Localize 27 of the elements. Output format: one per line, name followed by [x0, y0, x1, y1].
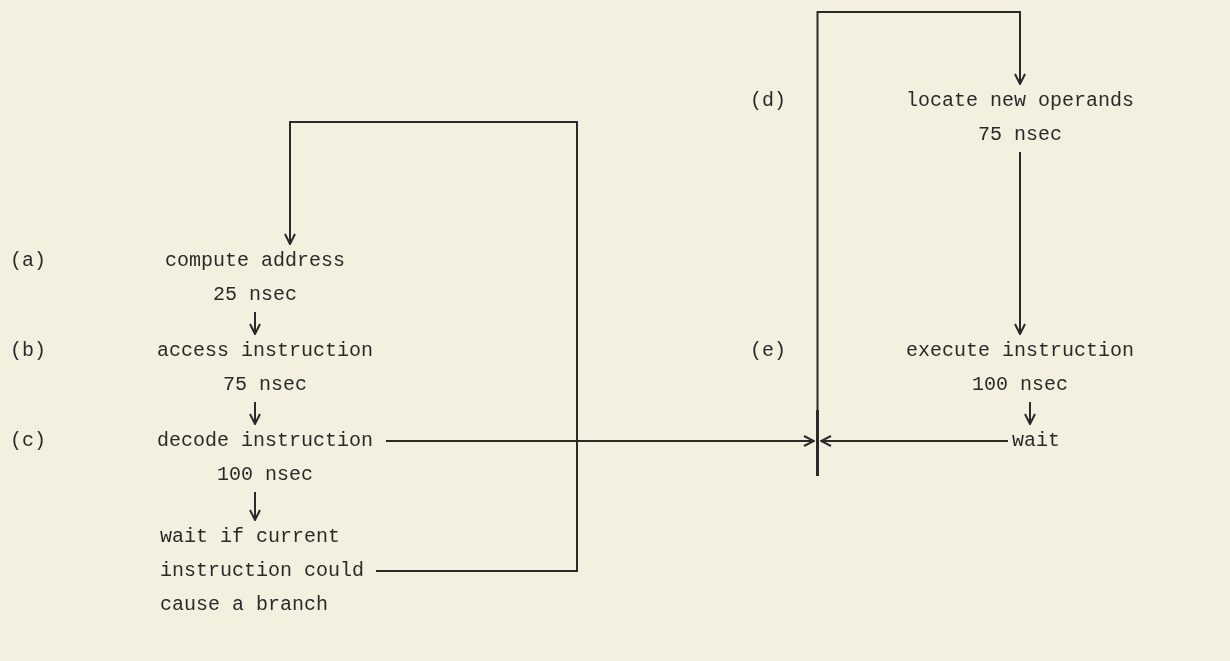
junction-bar	[816, 410, 819, 476]
arrow	[816, 11, 1026, 411]
step-text: 25 nsec	[212, 282, 298, 308]
step-text: wait	[1012, 428, 1061, 454]
step-text: 100 nsec	[216, 462, 314, 488]
step-text: compute address	[164, 248, 346, 274]
step-text: execute instruction	[904, 338, 1135, 364]
arrow	[249, 491, 261, 521]
step-letter: (d)	[750, 88, 786, 114]
step-text: locate new operands	[904, 88, 1135, 114]
arrow	[385, 435, 815, 447]
step-text: decode instruction	[155, 428, 374, 454]
step-letter: (a)	[10, 248, 46, 274]
arrow	[1014, 151, 1026, 335]
step-letter: (b)	[10, 338, 46, 364]
arrow	[820, 435, 1009, 447]
arrow	[284, 121, 578, 572]
step-text: 75 nsec	[222, 372, 308, 398]
step-letter: (c)	[10, 428, 46, 454]
step-letter: (e)	[750, 338, 786, 364]
step-text: access instruction	[155, 338, 374, 364]
step-text: 100 nsec	[971, 372, 1069, 398]
arrow	[249, 311, 261, 335]
step-text: wait if current instruction could cause a branch	[160, 524, 366, 618]
arrow	[249, 401, 261, 425]
step-text: 75 nsec	[977, 122, 1063, 148]
arrow	[1024, 401, 1036, 425]
